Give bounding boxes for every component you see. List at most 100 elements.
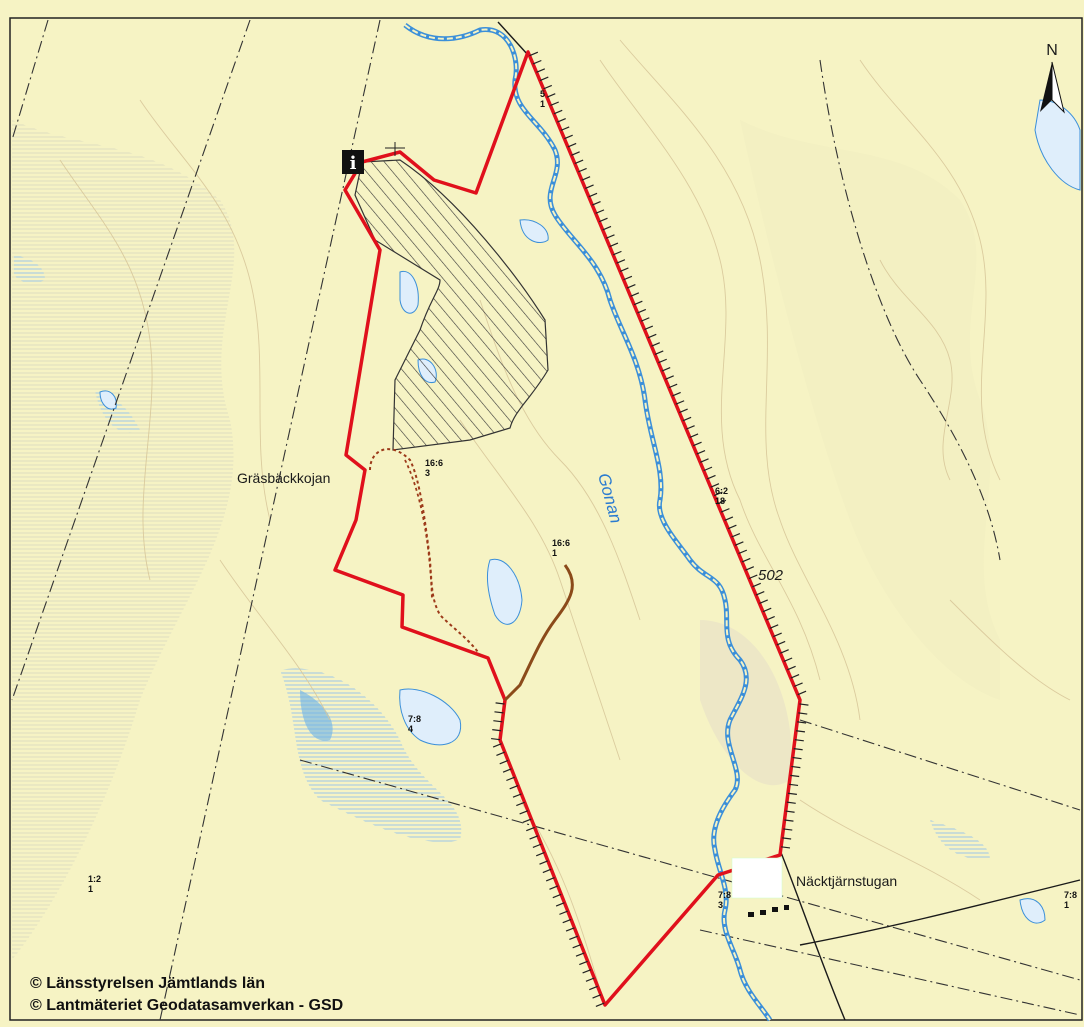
svg-text:6:2: 6:2 bbox=[715, 486, 728, 496]
info-icon-flag bbox=[385, 142, 405, 156]
label-nacktjarnstugan: Näcktjärnstugan bbox=[796, 873, 897, 889]
boundary-tick bbox=[526, 826, 535, 832]
boundary-tick bbox=[529, 835, 539, 840]
svg-text:16:6: 16:6 bbox=[425, 458, 443, 468]
svg-text:18: 18 bbox=[715, 496, 725, 506]
boundary-tick bbox=[571, 151, 580, 156]
boundary-tick bbox=[654, 350, 664, 355]
boundary-tick bbox=[585, 184, 594, 190]
boundary-tick bbox=[579, 960, 588, 966]
boundary-tick bbox=[633, 300, 643, 306]
boundary-tick bbox=[773, 632, 782, 638]
boundary-tick bbox=[794, 739, 804, 742]
boundary-tick bbox=[790, 774, 800, 778]
copyright-line-2: © Lantmäteriet Geodatasamverkan - GSD bbox=[30, 997, 343, 1014]
boundary-tick bbox=[727, 524, 737, 530]
boundary-tick bbox=[592, 994, 602, 999]
info-icon[interactable]: i bbox=[342, 150, 364, 174]
boundary-tick bbox=[512, 793, 522, 798]
svg-text:1: 1 bbox=[88, 884, 93, 894]
boundary-tick bbox=[793, 748, 803, 751]
boundary-tick bbox=[595, 209, 605, 214]
svg-text:3: 3 bbox=[425, 468, 430, 478]
boundary-tick bbox=[602, 225, 612, 231]
terrain-tints bbox=[12, 120, 1000, 960]
svg-text:4: 4 bbox=[408, 724, 413, 734]
boundary-tick bbox=[792, 756, 802, 760]
boundary-tick bbox=[658, 358, 667, 364]
boundary-tick bbox=[595, 1002, 605, 1007]
boundary-tick bbox=[791, 765, 801, 769]
svg-text:16:6: 16:6 bbox=[552, 538, 570, 548]
boundary-tick bbox=[581, 176, 591, 181]
trail-dotted-2 bbox=[404, 459, 433, 601]
boundary-tick bbox=[619, 267, 629, 273]
boundary-tick bbox=[787, 665, 796, 671]
boundary-tick bbox=[713, 491, 723, 497]
boundary-tick bbox=[647, 333, 657, 339]
boundary-tick bbox=[575, 952, 585, 957]
boundary-tick bbox=[752, 582, 762, 588]
boundary-tick bbox=[535, 851, 545, 857]
boundary-tick bbox=[560, 126, 570, 131]
boundary-tick bbox=[706, 474, 716, 480]
boundary-tick bbox=[496, 751, 506, 756]
boundary-tick bbox=[797, 721, 807, 724]
svg-text:3: 3 bbox=[718, 900, 723, 910]
boundary-tick bbox=[637, 308, 647, 314]
boundary-tick bbox=[640, 317, 650, 322]
boundary-tick bbox=[572, 943, 582, 949]
boundary-tick bbox=[720, 508, 730, 513]
boundary-tick bbox=[616, 259, 626, 264]
hatched-area bbox=[354, 159, 549, 451]
boundary-tick bbox=[745, 566, 755, 571]
svg-text:1: 1 bbox=[1064, 900, 1069, 910]
boundary-tick bbox=[509, 784, 519, 790]
map-frame bbox=[9, 17, 1083, 1021]
boundary-tick bbox=[559, 910, 569, 915]
boundary-tick bbox=[769, 624, 779, 629]
boundary-tick bbox=[609, 242, 619, 248]
boundary-tick bbox=[798, 712, 808, 715]
boundary-tick bbox=[605, 234, 615, 239]
boundary-tick bbox=[776, 640, 786, 646]
boundary-tick bbox=[783, 828, 793, 831]
boundary-tick bbox=[532, 59, 542, 65]
code-1-2-1: 1:2 1 bbox=[88, 874, 101, 894]
boundary-tick bbox=[797, 690, 807, 696]
svg-text:5: 5 bbox=[540, 89, 545, 99]
boundary-tick bbox=[651, 342, 660, 347]
boundary-tick bbox=[675, 400, 685, 405]
boundary-tick bbox=[492, 729, 502, 732]
boundary-tick bbox=[696, 449, 706, 455]
svg-text:1:2: 1:2 bbox=[88, 874, 101, 884]
boundary-tick bbox=[543, 84, 553, 90]
boundary-tick bbox=[689, 433, 699, 438]
north-label: N bbox=[1046, 42, 1058, 59]
svg-text:1: 1 bbox=[552, 548, 557, 558]
boundary-tick bbox=[495, 702, 505, 705]
boundary-tick bbox=[668, 383, 678, 389]
code-7-8-3: 7:8 3 bbox=[718, 890, 731, 910]
copyright-line-1: © Länsstyrelsen Jämtlands län bbox=[30, 975, 265, 992]
code-7-8-4: 7:8 4 bbox=[408, 714, 421, 734]
boundary-tick bbox=[502, 768, 512, 773]
boundary-tick bbox=[499, 759, 509, 765]
code-7-8-1: 7:8 1 bbox=[1064, 890, 1077, 910]
cabin-buildings bbox=[748, 905, 789, 917]
boundary-tick bbox=[789, 783, 799, 787]
boundary-tick bbox=[693, 441, 702, 447]
boundary-tick bbox=[550, 101, 559, 107]
boundary-tick bbox=[578, 167, 587, 173]
boundary-tick bbox=[494, 711, 504, 714]
boundary-tick bbox=[555, 902, 565, 907]
boundary-tick bbox=[542, 868, 552, 874]
boundary-tick bbox=[780, 649, 789, 654]
boundary-tick bbox=[562, 918, 572, 924]
boundary-tick bbox=[784, 819, 794, 822]
boundary-tick bbox=[545, 877, 555, 882]
boundary-tick bbox=[783, 657, 793, 663]
boundary-tick bbox=[748, 574, 758, 580]
boundary-tick bbox=[759, 599, 768, 604]
boundary-tick bbox=[569, 935, 578, 941]
